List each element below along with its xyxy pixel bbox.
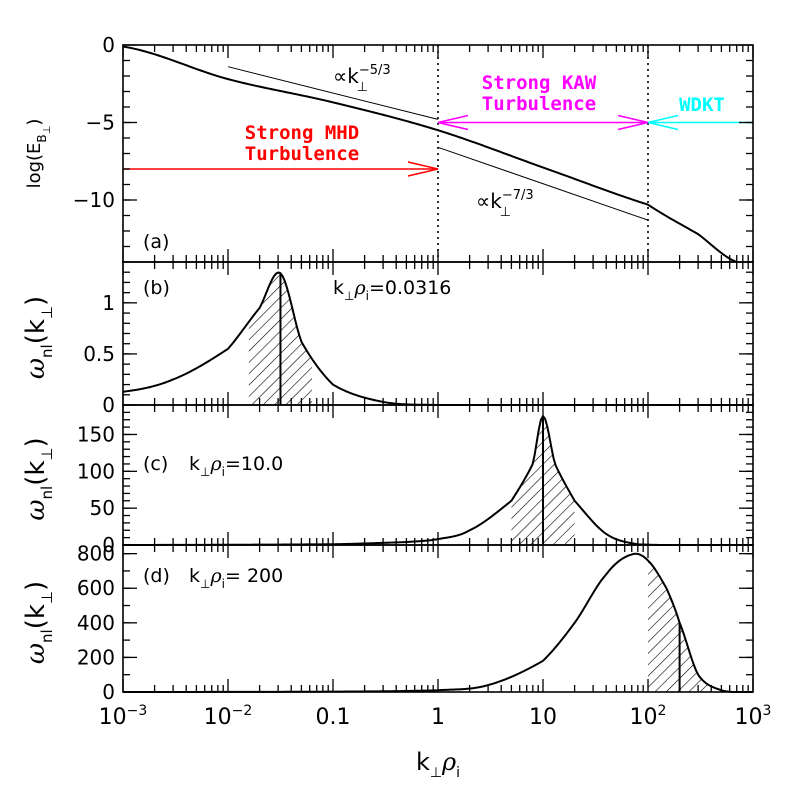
panel-d-ytick-label: 800	[77, 542, 115, 566]
region-arrowhead	[647, 114, 679, 131]
x-tick-label: 10	[529, 705, 557, 730]
region-label: Strong KAW	[482, 72, 597, 94]
energy-spectrum-line	[122, 45, 738, 263]
panel-d-frame	[122, 544, 754, 693]
panel-d-ytick-label: 400	[77, 611, 115, 635]
x-tick-label: 0.1	[316, 705, 351, 730]
panel-c-curve	[122, 414, 754, 546]
power-law-guide-line	[227, 66, 439, 120]
power-law-label: ∝k−5/3⊥	[333, 63, 391, 95]
region-arrowhead	[407, 161, 439, 177]
region-arrowhead	[437, 114, 469, 131]
x-tick-label: 102	[630, 703, 667, 730]
panel-d-label: (d)	[143, 565, 170, 587]
x-tick-label: 103	[735, 703, 772, 730]
panel-b-ytick-label: 0.5	[83, 342, 115, 366]
power-law-guide-line	[437, 146, 649, 221]
power-law-label: ∝k−7/3⊥	[476, 188, 534, 220]
panel-d-ytick-label: 0	[102, 680, 115, 704]
panel-c-frame	[122, 404, 754, 546]
panel-c-annotation: k⊥ρi=10.0	[189, 453, 283, 479]
panel-b-annotation: k⊥ρi=0.0316	[333, 277, 451, 303]
panel-c-ytick-label: 100	[77, 459, 115, 483]
panel-a-ytick-label: −5	[86, 111, 115, 135]
panel-c-ytick-label: 50	[90, 496, 115, 520]
region-label: WDKT	[679, 94, 725, 116]
region-label: Turbulence	[482, 93, 596, 115]
panel-b-label: (b)	[143, 277, 170, 299]
panel-c-ytick-label: 150	[77, 422, 115, 446]
panel-d-ylabel: ωnl(k⊥)	[21, 581, 56, 664]
panel-c-ylabel: ωnl(k⊥)	[21, 437, 56, 520]
x-tick-label: 1	[431, 705, 445, 730]
panel-d-annotation: k⊥ρi= 200	[189, 565, 283, 591]
region-label: Turbulence	[245, 143, 359, 165]
panel-c-ytick-label: 0	[102, 533, 115, 557]
x-axis-label: k⊥ρi	[416, 748, 460, 781]
x-tick-label: 10−2	[204, 703, 253, 730]
panel-c-label: (c)	[143, 453, 168, 475]
panel-a-label: (a)	[143, 231, 169, 253]
panel-d-ytick-label: 600	[77, 576, 115, 600]
panel-b-ytick-label: 1	[102, 291, 115, 315]
panel-d-ytick-label: 200	[77, 645, 115, 669]
x-tick-label: 10−3	[99, 703, 148, 730]
panel-b-ytick-label: 0	[102, 393, 115, 417]
panel-b-ylabel: ωnl(k⊥)	[21, 296, 56, 379]
region-label: Strong MHD	[245, 122, 359, 144]
panel-a-ytick-label: −10	[73, 188, 115, 212]
panel-a-ylabel: log(EB⊥)	[24, 119, 53, 189]
panel-a-ytick-label: 0	[102, 33, 115, 57]
